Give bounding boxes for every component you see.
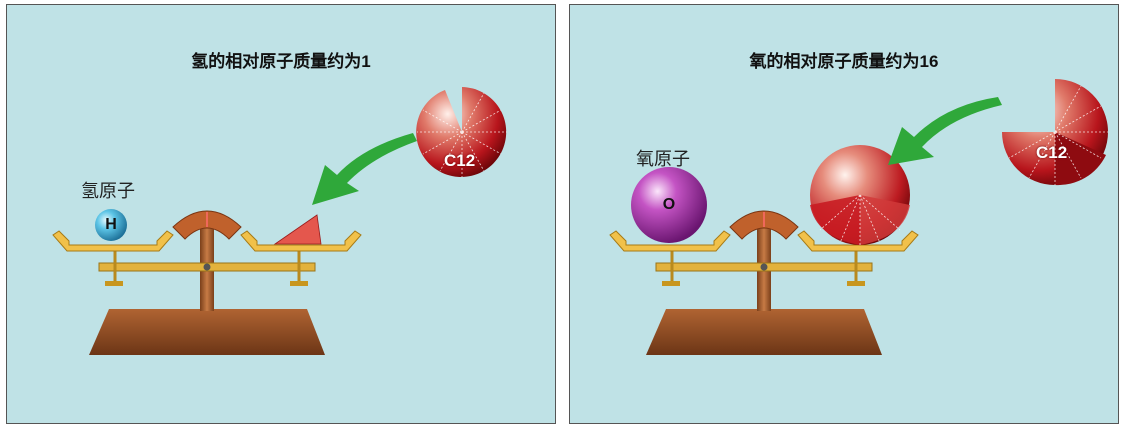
carbon-label: C12	[1036, 143, 1068, 162]
right-pan	[240, 230, 362, 252]
arrow-icon	[888, 97, 1002, 165]
carbon-12-atom	[1002, 79, 1108, 186]
right-pan	[797, 230, 919, 252]
scale-base	[646, 309, 882, 355]
oxygen-atom	[631, 167, 707, 243]
balance-scale-illustration	[52, 87, 507, 355]
carbon-slice	[273, 214, 322, 245]
carbon-12-atom	[416, 87, 507, 177]
oxygen-panel: 氧的相对原子质量约为16 氧原子 O C12	[569, 4, 1119, 424]
left-pan	[609, 230, 731, 252]
scale-base	[89, 309, 325, 355]
panel-title: 氧的相对原子质量约为16	[749, 52, 939, 71]
left-pan	[52, 230, 174, 252]
balance-scale-illustration	[609, 79, 1108, 355]
panel-title: 氢的相对原子质量约为1	[191, 52, 371, 71]
hydrogen-atom	[95, 209, 127, 241]
arrow-icon	[312, 133, 417, 205]
carbon-slices-stack	[810, 145, 910, 245]
hydrogen-panel: 氢的相对原子质量约为1 氢原子 H C12	[6, 4, 556, 424]
hydrogen-symbol: H	[105, 216, 117, 233]
hydrogen-label: 氢原子	[81, 181, 135, 202]
oxygen-symbol: O	[662, 196, 676, 213]
oxygen-label: 氧原子	[636, 149, 690, 170]
carbon-label: C12	[444, 151, 476, 170]
